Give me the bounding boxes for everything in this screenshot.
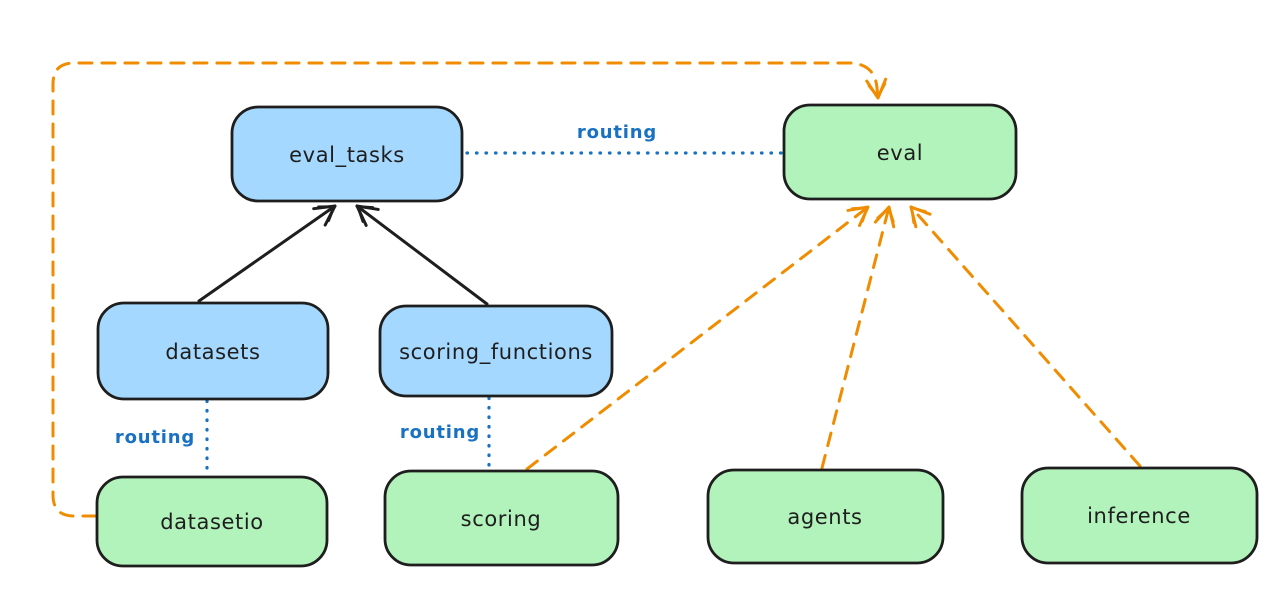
- node-agents-label: agents: [787, 505, 862, 529]
- edge-label-routing-left: routing: [115, 427, 195, 448]
- node-datasets-label: datasets: [165, 340, 260, 364]
- node-eval-box: [782, 103, 1018, 201]
- node-scoring-functions-box: [378, 304, 614, 398]
- node-scoring-label: scoring: [461, 507, 542, 531]
- edge-label-routing-top: routing: [577, 122, 657, 143]
- edge-inference-to-eval: [909, 205, 1142, 468]
- node-inference-label: inference: [1087, 504, 1191, 528]
- node-eval-tasks-label: eval_tasks: [289, 143, 405, 168]
- node-scoring-box: [383, 469, 620, 567]
- edge-datasetio-to-eval: [51, 61, 888, 518]
- edge-scoring-functions-to-eval-tasks: [355, 204, 489, 306]
- node-inference: inference: [1020, 466, 1259, 565]
- edge-label-routing-middle: routing: [400, 422, 480, 443]
- node-datasetio-box: [95, 475, 329, 568]
- node-datasets-box: [96, 301, 330, 401]
- node-agents-box: [706, 468, 945, 565]
- node-eval-tasks: eval_tasks: [230, 105, 464, 203]
- edge-labels-layer: routing routing routing: [115, 122, 657, 448]
- node-eval-tasks-box: [230, 105, 464, 203]
- node-scoring-functions-label: scoring_functions: [399, 340, 593, 365]
- node-eval-label: eval: [877, 141, 923, 165]
- node-scoring: scoring: [383, 469, 620, 567]
- edge-agents-to-eval: [820, 205, 896, 470]
- node-agents: agents: [706, 468, 945, 565]
- node-datasetio-label: datasetio: [160, 510, 263, 534]
- node-datasets: datasets: [96, 301, 330, 401]
- node-datasetio: datasetio: [95, 475, 329, 568]
- edges-layer: [51, 61, 1142, 518]
- node-scoring-functions: scoring_functions: [378, 304, 614, 398]
- node-eval: eval: [782, 103, 1018, 201]
- edge-scoring-to-eval: [525, 205, 870, 471]
- edge-datasets-to-eval-tasks: [197, 204, 337, 303]
- nodes-layer: eval_tasks eval datasets scoring_functio…: [95, 103, 1259, 568]
- node-inference-box: [1020, 466, 1259, 565]
